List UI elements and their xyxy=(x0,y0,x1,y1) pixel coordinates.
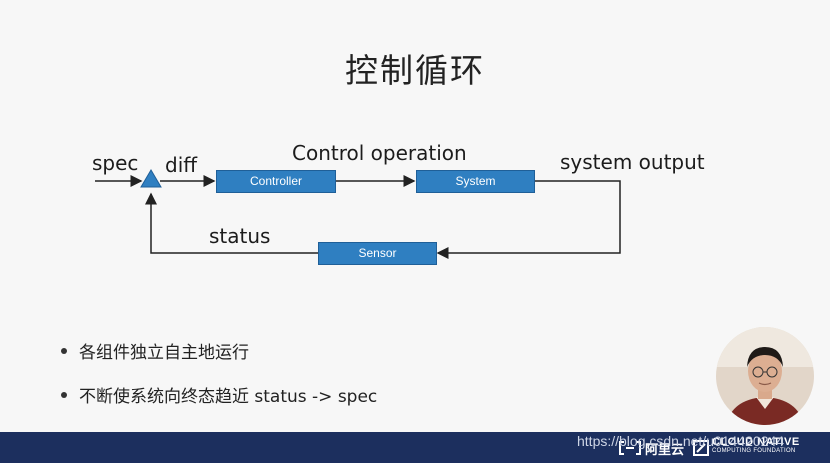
label-control-operation: Control operation xyxy=(292,141,467,165)
box-controller: Controller xyxy=(216,170,336,193)
presenter-video-thumbnail xyxy=(716,327,814,425)
box-sensor: Sensor xyxy=(318,242,437,265)
slide: 控制循环 spec diff Control operation system … xyxy=(61,51,705,407)
cncf-logo: CLOUD NATIVE COMPUTING FOUNDATION xyxy=(712,436,800,454)
label-status: status xyxy=(209,224,271,248)
cncf-logo-line1: CLOUD NATIVE xyxy=(712,436,800,448)
source-watermark: https://blog.csdn.net/u014420244 xyxy=(577,433,785,449)
bullet-dot-icon xyxy=(61,348,67,354)
diagram-arrows xyxy=(95,169,621,259)
bullet-text: 不断使系统向终态趋近 status -> spec xyxy=(79,387,378,407)
cncf-logo-line2: COMPUTING FOUNDATION xyxy=(712,448,796,454)
cncf-logo-icon xyxy=(693,440,709,456)
aliyun-logo-icon xyxy=(619,441,641,455)
footer-bar: 阿里云 xyxy=(0,432,830,463)
arrow-sensor-feedback xyxy=(145,192,318,254)
bullet-text: 各组件独立自主地运行 xyxy=(79,343,249,363)
comparator-triangle xyxy=(140,169,162,188)
arrow-system-to-sensor xyxy=(436,180,621,259)
label-spec: spec xyxy=(92,151,139,175)
control-loop-diagram: spec diff Control operation system outpu… xyxy=(92,141,705,265)
label-diff: diff xyxy=(165,153,198,177)
slide-title: 控制循环 xyxy=(345,51,485,90)
aliyun-logo-text: 阿里云 xyxy=(645,443,685,458)
label-system-output: system output xyxy=(560,150,705,174)
box-system: System xyxy=(416,170,535,193)
bullet-dot-icon xyxy=(61,392,67,398)
presenter-avatar xyxy=(716,327,814,425)
